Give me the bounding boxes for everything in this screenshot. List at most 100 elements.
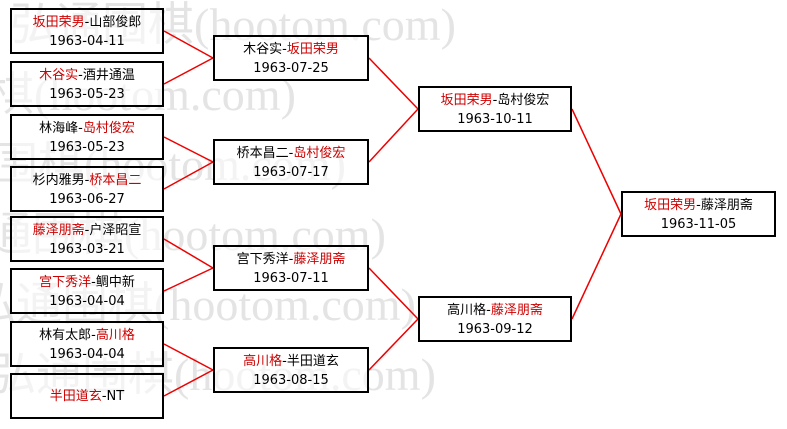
player-name: 户泽昭宣 [89, 223, 142, 238]
connector-line [163, 161, 214, 190]
separator: - [78, 68, 83, 83]
match-box-r1-6: 宫下秀洋-鲷中新 1963-04-04 [10, 268, 164, 314]
player-name: 鲷中新 [95, 275, 135, 290]
separator: - [84, 15, 90, 30]
match-players: 高川格-半田道玄 [215, 352, 367, 371]
match-players: 桥本昌二-岛村俊宏 [215, 144, 367, 163]
connector-line [368, 57, 419, 110]
player-name: 宫下秀洋 [236, 252, 289, 267]
player-name: 桥本昌二 [89, 173, 142, 188]
match-date: 1963-09-12 [457, 322, 533, 337]
match-box-r2-2: 桥本昌二-岛村俊宏 1963-07-17 [213, 139, 369, 185]
connector-line [368, 108, 419, 163]
player-name: 木谷实 [39, 68, 79, 83]
match-box-r1-2: 木谷实-酒井通温 1963-05-23 [10, 61, 164, 107]
match-players: 宫下秀洋-鲷中新 [12, 273, 162, 292]
match-box-r3-1: 坂田荣男-岛村俊宏 1963-10-11 [418, 86, 572, 132]
connector-line [163, 57, 214, 85]
player-name: 藤泽朋斋 [700, 198, 753, 213]
player-name: 藤泽朋斋 [293, 252, 346, 267]
player-name: 岛村俊宏 [293, 146, 346, 161]
separator: - [282, 42, 287, 57]
connector-line [163, 30, 214, 59]
match-date: 1963-03-21 [49, 242, 125, 257]
match-players: 藤泽朋斋-户泽昭宣 [12, 221, 162, 240]
connector-line [368, 267, 419, 320]
match-players: 宫下秀洋-藤泽朋斋 [215, 250, 367, 269]
player-name: 岛村俊宏 [497, 93, 550, 108]
separator: - [492, 93, 498, 108]
separator: - [696, 198, 701, 213]
player-name: 宫下秀洋 [39, 275, 92, 290]
match-date: 1963-05-23 [49, 87, 125, 102]
connector-line [163, 238, 214, 269]
connector-line [571, 108, 622, 215]
player-name: 坂田荣男 [440, 93, 493, 108]
match-date: 1963-08-15 [253, 373, 329, 388]
match-players: 坂田荣男-藤泽朋斋 [623, 196, 774, 215]
player-name: 高川格 [447, 303, 487, 318]
match-date: 1963-10-11 [457, 112, 533, 127]
match-players: 杉内雅男-桥本昌二 [12, 171, 162, 190]
separator: - [84, 173, 90, 188]
player-name: 坂田荣男 [286, 42, 339, 57]
match-date: 1963-04-04 [49, 347, 125, 362]
match-box-r2-1: 木谷实-坂田荣男 1963-07-25 [213, 35, 369, 81]
player-name: 高川格 [95, 328, 135, 343]
connector-line [163, 369, 214, 397]
player-name: 酒井通温 [82, 68, 135, 83]
player-name: 高川格 [243, 354, 283, 369]
player-name: 林有太郎 [39, 328, 92, 343]
match-box-r1-3: 林海峰-岛村俊宏 1963-05-23 [10, 114, 164, 160]
separator: - [91, 328, 96, 343]
player-name: 杉内雅男 [32, 173, 85, 188]
match-date: 1963-04-11 [49, 34, 125, 49]
match-box-r1-8: 半田道玄-NT [10, 373, 164, 419]
match-box-r1-1: 坂田荣男-山部俊郎 1963-04-11 [10, 8, 164, 54]
separator: - [288, 252, 294, 267]
player-name: 山部俊郎 [89, 15, 142, 30]
match-box-r1-4: 杉内雅男-桥本昌二 1963-06-27 [10, 166, 164, 212]
connector-line [163, 267, 214, 292]
separator: - [288, 146, 294, 161]
match-players: 木谷实-坂田荣男 [215, 40, 367, 59]
match-players: 林有太郎-高川格 [12, 326, 162, 345]
match-date: 1963-05-23 [49, 140, 125, 155]
player-name: 坂田荣男 [32, 15, 85, 30]
match-date: 1963-07-11 [253, 271, 329, 286]
player-name: 木谷实 [243, 42, 283, 57]
match-box-r2-3: 宫下秀洋-藤泽朋斋 1963-07-11 [213, 245, 369, 291]
connector-line [163, 136, 214, 163]
player-name: 藤泽朋斋 [32, 223, 85, 238]
match-players: 坂田荣男-岛村俊宏 [420, 91, 570, 110]
match-box-r3-2: 高川格-藤泽朋斋 1963-09-12 [418, 296, 572, 342]
match-date: 1963-06-27 [49, 192, 125, 207]
match-box-r1-7: 林有太郎-高川格 1963-04-04 [10, 321, 164, 367]
player-name: 桥本昌二 [236, 146, 289, 161]
match-players: 高川格-藤泽朋斋 [420, 301, 570, 320]
separator: - [101, 389, 107, 404]
match-players: 木谷实-酒井通温 [12, 66, 162, 85]
separator: - [78, 121, 83, 136]
player-name: 岛村俊宏 [82, 121, 135, 136]
player-name: 半田道玄 [49, 389, 102, 404]
match-players: 林海峰-岛村俊宏 [12, 119, 162, 138]
match-date: 1963-07-17 [253, 165, 329, 180]
connector-line [368, 318, 419, 371]
separator: - [91, 275, 96, 290]
match-date: 1963-07-25 [253, 61, 329, 76]
separator: - [486, 303, 491, 318]
match-box-r2-4: 高川格-半田道玄 1963-08-15 [213, 347, 369, 393]
connector-line [571, 213, 622, 320]
player-name: 林海峰 [39, 121, 79, 136]
match-date: 1963-04-04 [49, 294, 125, 309]
player-name: 半田道玄 [286, 354, 339, 369]
connector-line [163, 343, 214, 371]
match-players: 半田道玄-NT [12, 387, 162, 406]
separator: - [84, 223, 90, 238]
player-name: 坂田荣男 [644, 198, 697, 213]
separator: - [282, 354, 287, 369]
match-date: 1963-11-05 [660, 217, 737, 232]
player-name: NT [106, 389, 125, 404]
